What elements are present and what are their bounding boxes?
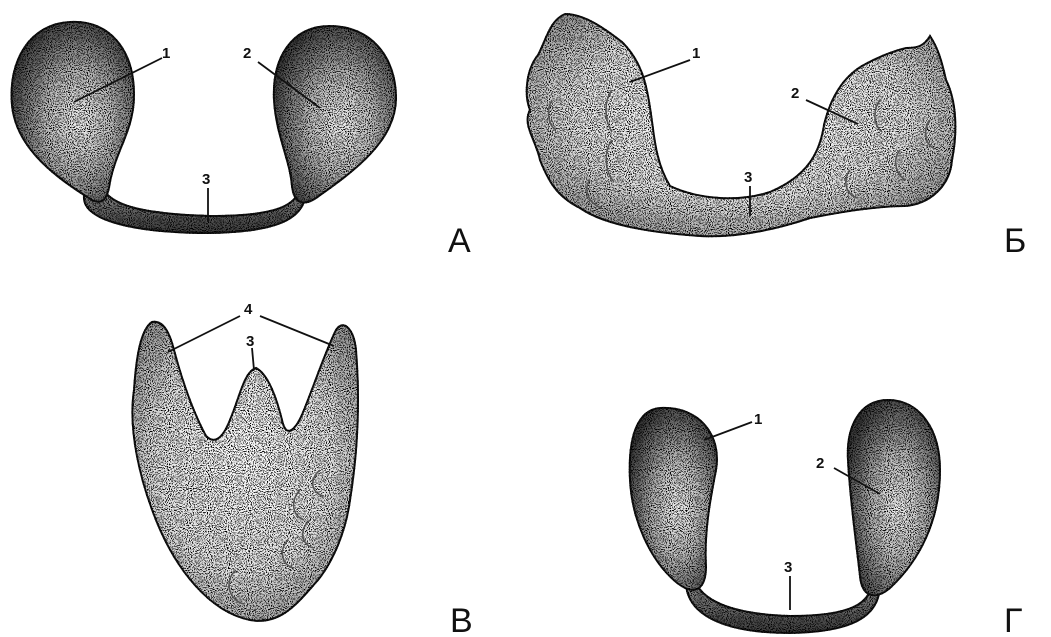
figure-b-label-3: 3 [744,169,752,186]
figure-v-gland [132,322,358,621]
figure-a-isthmus [84,182,306,233]
figure-g-label-3: 3 [784,559,792,576]
figure-v-leader-3 [252,348,254,370]
figure-b-label-1: 1 [692,45,700,62]
figure-g-leader-1 [704,422,752,440]
figure-a-label-3: 3 [202,171,210,188]
figure-v-letter: В [450,602,473,637]
figure-v-leader-4b [260,316,334,346]
figure-g: 1 2 3 Г [630,400,1023,637]
figure-g-label-1: 1 [754,411,762,428]
figure-b: 1 2 3 Б [527,14,1027,260]
figure-v-label-3: 3 [246,333,254,350]
figure-g-isthmus [686,578,880,633]
figure-v: 4 3 В [132,301,472,637]
figure-g-letter: Г [1004,602,1022,637]
figure-v-leader-4a [168,316,240,352]
figure-g-label-2: 2 [816,455,824,472]
figure-b-letter: Б [1004,222,1026,260]
figure-b-gland [527,14,956,236]
figure-b-label-2: 2 [791,85,799,102]
figure-a-label-2: 2 [243,45,251,62]
figure-a-label-1: 1 [162,45,170,62]
figure-a-right-lobe [274,26,396,202]
figure-a-letter: А [448,222,471,260]
figure-g-left-lobe [630,408,717,590]
figure-a-left-lobe [12,22,134,202]
figure-g-right-lobe [848,400,940,595]
figure-v-label-4: 4 [244,301,253,318]
figure-a: 1 2 3 А [12,22,471,260]
